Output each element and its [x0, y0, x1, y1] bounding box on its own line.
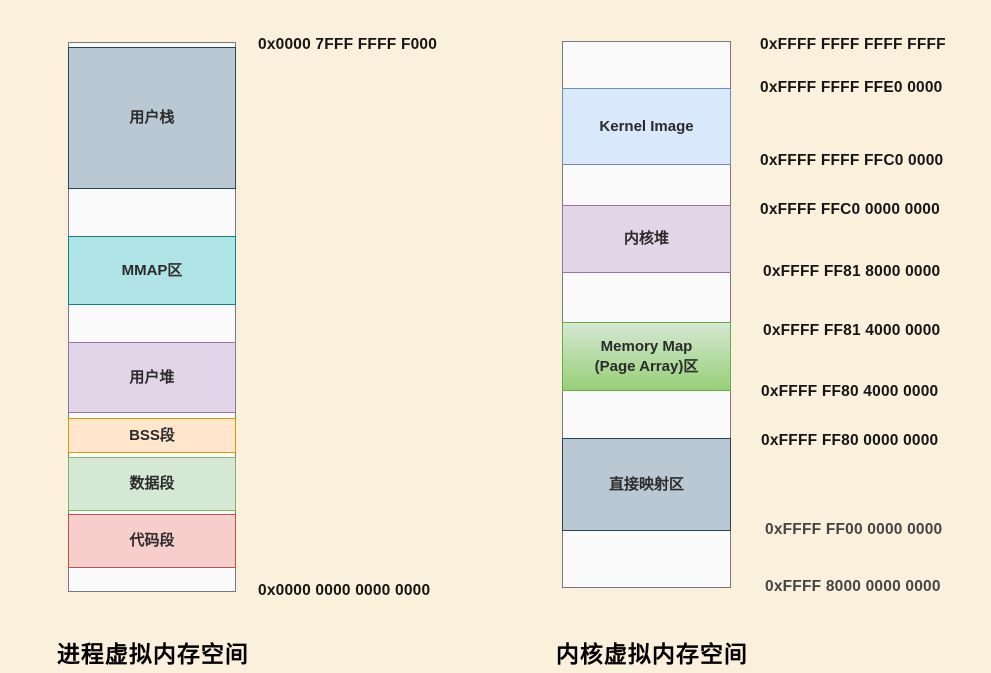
address-kernel-9: 0xFFFF 8000 0000 0000 — [765, 578, 941, 595]
process-memory-column: 用户栈 MMAP区 用户堆 BSS段 数据段 代码段 — [68, 42, 236, 592]
segment-kernel-image-label: Kernel Image — [599, 117, 694, 135]
segment-kernel-heap: 内核堆 — [562, 205, 731, 273]
kernel-space-title: 内核虚拟内存空间 — [556, 641, 748, 667]
segment-code-label: 代码段 — [129, 532, 175, 549]
address-kernel-6: 0xFFFF FF80 4000 0000 — [761, 383, 939, 400]
address-kernel-3: 0xFFFF FFC0 0000 0000 — [760, 201, 940, 218]
segment-data: 数据段 — [68, 457, 236, 511]
address-kernel-2: 0xFFFF FFFF FFC0 0000 — [760, 152, 944, 169]
address-kernel-8: 0xFFFF FF00 0000 0000 — [765, 521, 943, 538]
segment-direct-map: 直接映射区 — [562, 438, 731, 531]
address-kernel-1: 0xFFFF FFFF FFE0 0000 — [760, 79, 943, 96]
segment-user-heap-label: 用户堆 — [129, 368, 175, 386]
segment-direct-map-label: 直接映射区 — [608, 475, 684, 493]
segment-mmap: MMAP区 — [68, 236, 236, 305]
segment-memory-map-label-line1: Memory Map — [600, 337, 693, 355]
process-space-title: 进程虚拟内存空间 — [57, 641, 249, 667]
segment-data-label: 数据段 — [129, 475, 175, 492]
segment-user-heap: 用户堆 — [68, 342, 236, 413]
segment-kernel-heap-label: 内核堆 — [623, 230, 669, 247]
address-kernel-0: 0xFFFF FFFF FFFF FFFF — [760, 36, 946, 53]
segment-memory-map: Memory Map (Page Array)区 — [562, 322, 731, 391]
address-kernel-4: 0xFFFF FF81 8000 0000 — [763, 263, 941, 280]
kernel-memory-column: Kernel Image 内核堆 Memory Map (Page Array)… — [562, 41, 731, 588]
address-kernel-7: 0xFFFF FF80 0000 0000 — [761, 432, 939, 449]
address-kernel-5: 0xFFFF FF81 4000 0000 — [763, 322, 941, 339]
address-process-bottom: 0x0000 0000 0000 0000 — [258, 582, 431, 599]
address-process-top: 0x0000 7FFF FFFF F000 — [258, 36, 438, 53]
segment-code: 代码段 — [68, 514, 236, 568]
segment-bss: BSS段 — [68, 418, 236, 453]
segment-user-stack-label: 用户栈 — [129, 109, 175, 126]
segment-kernel-image: Kernel Image — [562, 88, 731, 165]
segment-memory-map-label-line2: (Page Array)区 — [594, 357, 699, 375]
segment-mmap-label: MMAP区 — [121, 261, 183, 279]
segment-user-stack: 用户栈 — [68, 47, 236, 189]
segment-bss-label: BSS段 — [129, 426, 175, 444]
